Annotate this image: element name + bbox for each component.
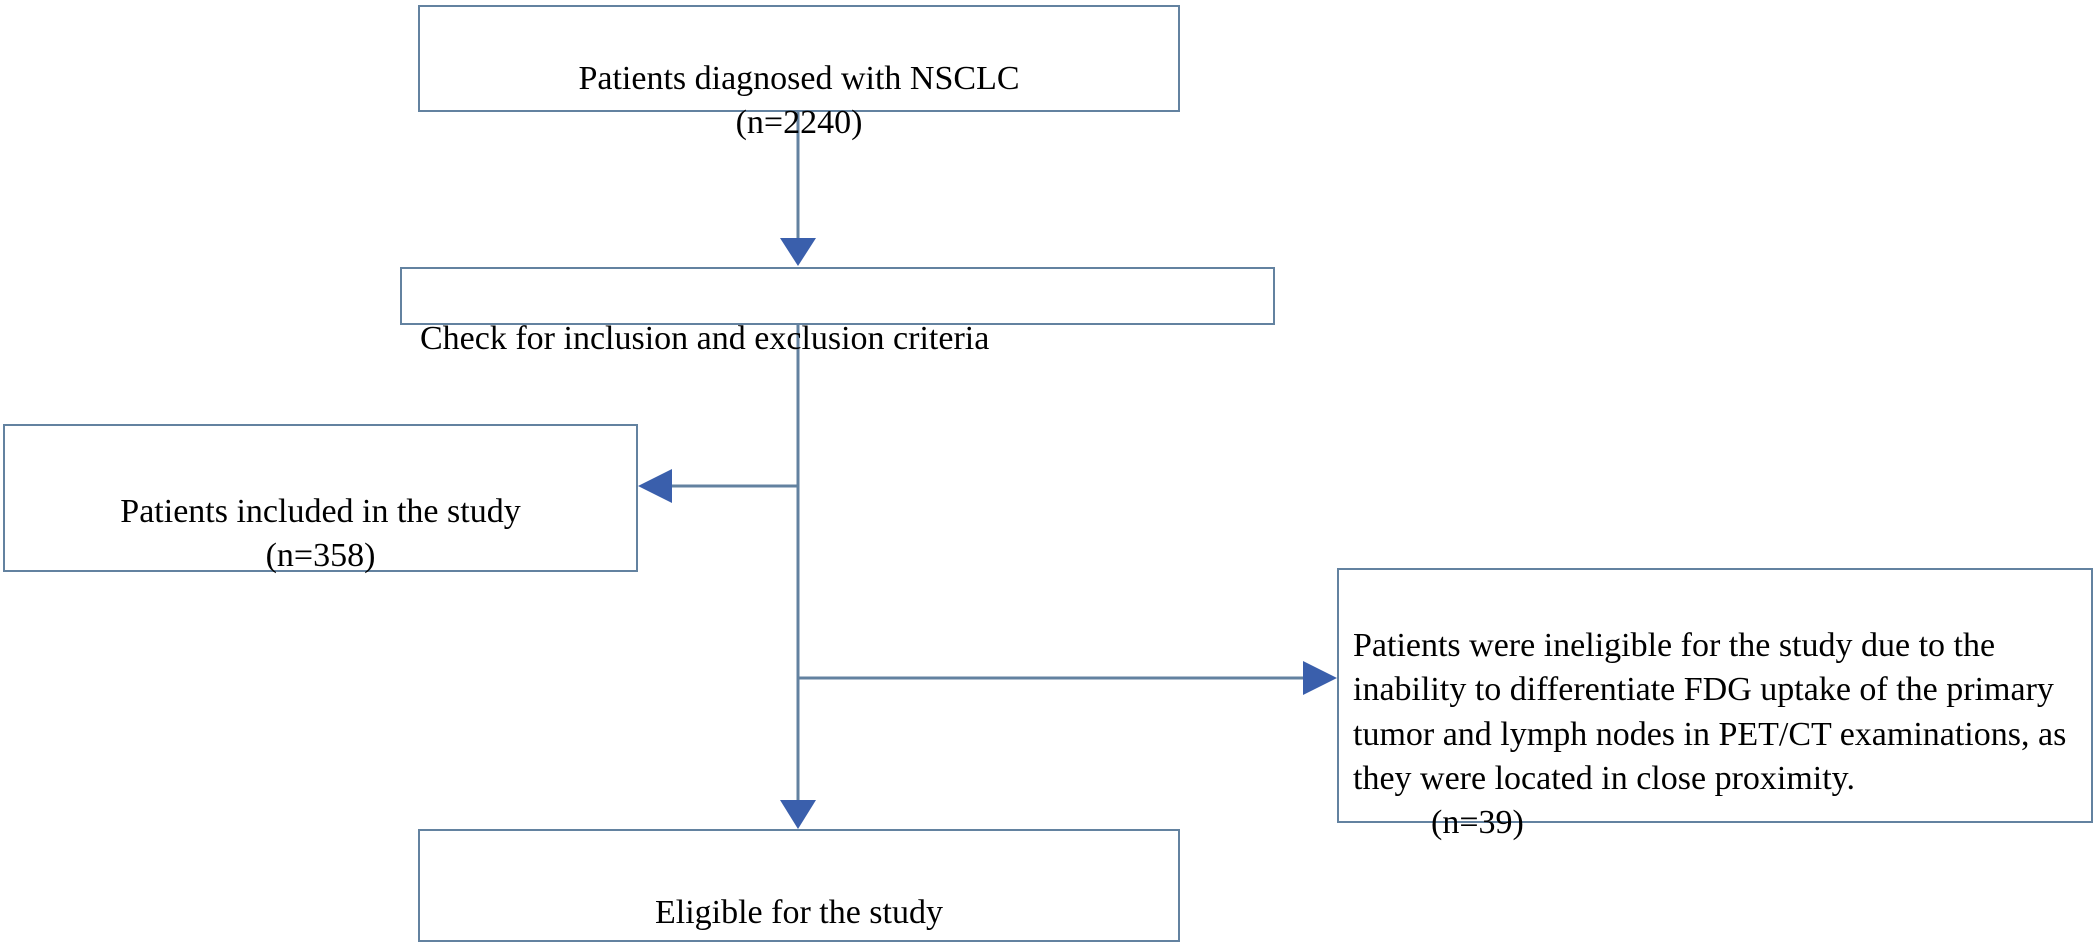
node-patients-included: Patients included in the study (n=358) xyxy=(3,424,638,574)
node-diagnosed-label: Patients diagnosed with NSCLC xyxy=(578,60,1020,98)
node-check-criteria: Check for inclusion and exclusion criter… xyxy=(400,267,1275,357)
node-ineligible-label: Patients were ineligible for the study d… xyxy=(1353,627,2067,797)
node-eligible-label: Eligible for the study xyxy=(654,894,943,932)
node-ineligible-count: (n=39) xyxy=(1431,803,1524,841)
edge-trunk-to-included xyxy=(638,469,798,503)
edge-trunk-to-ineligible xyxy=(798,661,1337,695)
edge-trunk-to-eligible xyxy=(780,800,816,829)
node-diagnosed-count: (n=2240) xyxy=(735,104,863,142)
node-eligible-count: (n=319 ) xyxy=(434,935,1164,942)
node-eligible-for-study: Eligible for the study (n=319 ) xyxy=(418,829,1180,942)
node-criteria-label: Check for inclusion and exclusion criter… xyxy=(420,320,990,358)
node-included-count: (n=358) xyxy=(265,537,376,575)
node-patients-diagnosed: Patients diagnosed with NSCLC (n=2240) xyxy=(418,5,1180,141)
node-included-label: Patients included in the study xyxy=(120,493,521,531)
node-patients-ineligible: Patients were ineligible for the study d… xyxy=(1337,568,2093,841)
